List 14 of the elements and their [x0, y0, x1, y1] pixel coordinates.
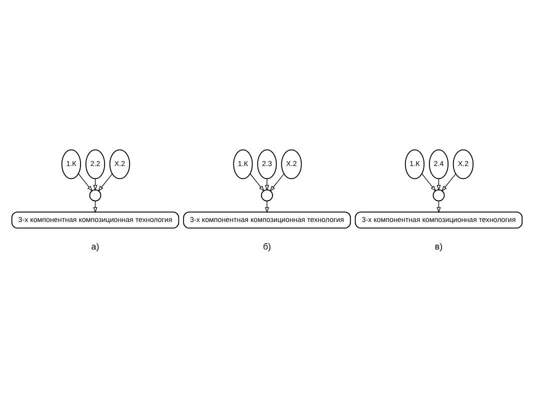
- node-circle: [89, 189, 102, 202]
- label: в): [434, 241, 443, 252]
- arrow: [441, 174, 456, 192]
- arrow: [98, 174, 113, 192]
- arrow: [250, 173, 264, 192]
- arrow: [422, 173, 436, 192]
- arrow: [264, 178, 270, 191]
- label: б): [262, 241, 272, 252]
- node-circle: [432, 189, 445, 202]
- arrow: [270, 174, 284, 192]
- arrow: [264, 200, 270, 214]
- arrow: [78, 173, 93, 192]
- node-circle: [261, 189, 273, 202]
- label: а): [91, 241, 100, 252]
